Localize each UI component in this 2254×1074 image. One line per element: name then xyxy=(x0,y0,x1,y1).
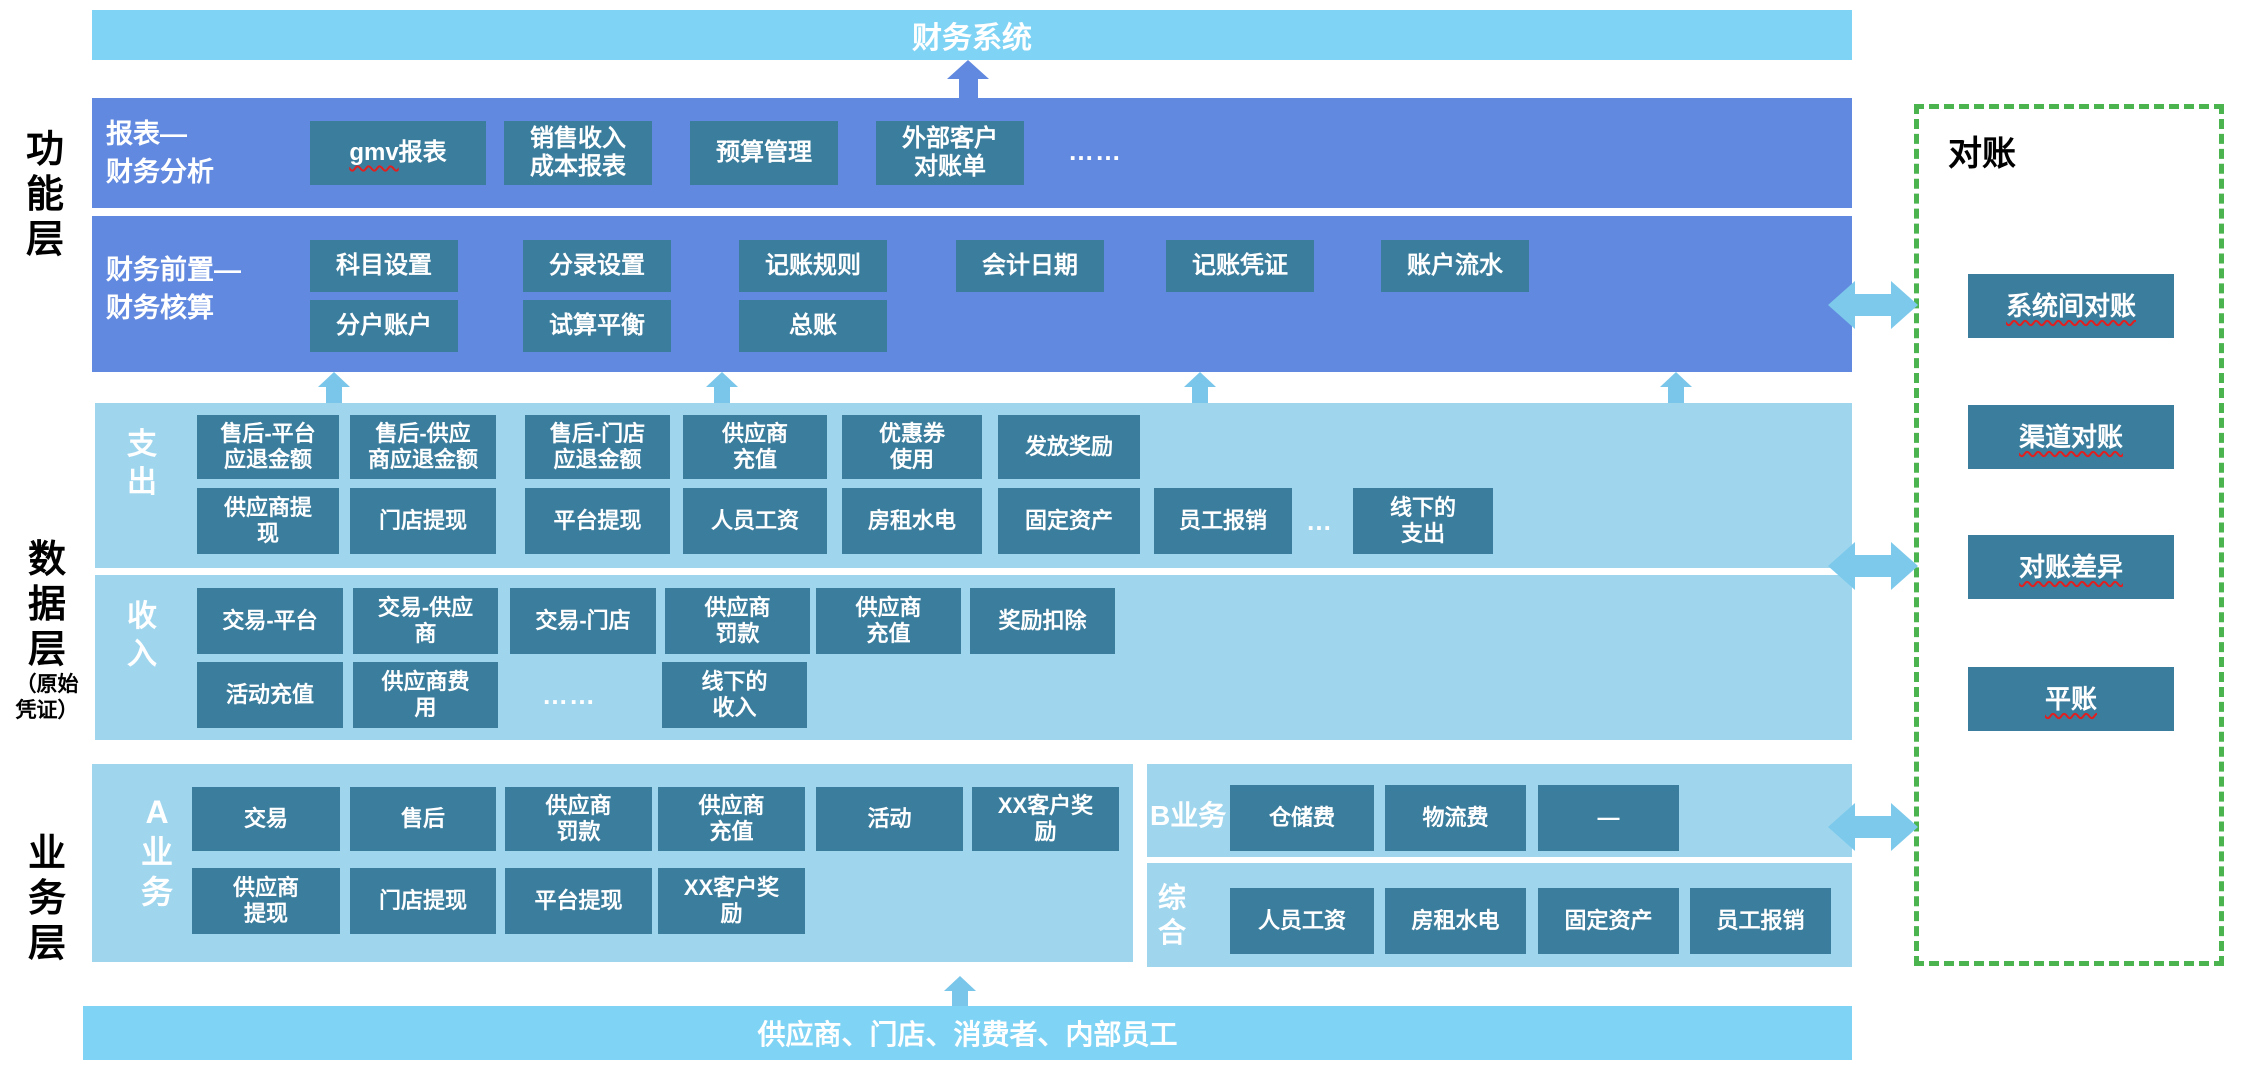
box-entry-setting: 分录设置 xyxy=(523,240,671,292)
box-supplier-withdrawal-biz: 供应商 提现 xyxy=(192,868,340,934)
double-arrow-icon xyxy=(1828,803,1918,851)
box-trade: 交易 xyxy=(192,787,340,851)
layer-label-function: 功 能 层 xyxy=(25,129,64,261)
gmv-text: gmv xyxy=(349,138,399,166)
expense-label: 支 出 xyxy=(127,428,157,499)
box-trial-balance: 试算平衡 xyxy=(523,300,671,352)
box-aftersale-supplier-refund: 售后-供应 商应退金额 xyxy=(350,415,496,479)
box-supplier-recharge-income: 供应商 充值 xyxy=(816,588,961,654)
box-sales-revenue-cost-report: 销售收入 成本报表 xyxy=(504,121,652,185)
report-analysis-label: 报表— 财务分析 xyxy=(106,119,214,187)
box-aftersale-platform-refund: 售后-平台 应退金额 xyxy=(197,415,339,479)
up-arrow-icon xyxy=(317,372,351,403)
box-rent-utilities: 房租水电 xyxy=(842,488,982,554)
box-fixed-assets-misc: 固定资产 xyxy=(1538,888,1679,954)
box-supplier-fee: 供应商费 用 xyxy=(353,662,498,728)
box-account-flow: 账户流水 xyxy=(1381,240,1529,292)
box-reward-deduction: 奖励扣除 xyxy=(970,588,1115,654)
box-platform-withdrawal: 平台提现 xyxy=(525,488,670,554)
up-arrow-icon xyxy=(705,372,739,403)
double-arrow-icon xyxy=(1828,542,1918,590)
expense-ellipsis: … xyxy=(1306,506,1333,536)
box-intersystem-reconciliation: 系统间对账 xyxy=(1968,274,2174,338)
box-accounting-date: 会计日期 xyxy=(956,240,1104,292)
box-general-ledger: 总账 xyxy=(739,300,887,352)
box-balance-account: 平账 xyxy=(1968,667,2174,731)
box-platform-withdrawal-biz: 平台提现 xyxy=(505,868,652,934)
top-system-bar-label: 财务系统 xyxy=(912,22,1032,55)
box-offline-expense: 线下的 支出 xyxy=(1353,488,1493,554)
layer-label-business: 业 务 层 xyxy=(27,833,66,965)
double-arrow-icon xyxy=(1828,281,1918,329)
box-trade-supplier: 交易-供应 商 xyxy=(353,588,498,654)
box-staff-salary-misc: 人员工资 xyxy=(1230,888,1374,954)
box-bookkeeping-voucher: 记账凭证 xyxy=(1166,240,1314,292)
box-employee-reimbursement: 员工报销 xyxy=(1154,488,1292,554)
box-rent-utilities-misc: 房租水电 xyxy=(1385,888,1526,954)
income-label: 收 入 xyxy=(127,600,157,671)
top-system-bar: 财务系统 xyxy=(92,10,1852,60)
box-aftersale-store-refund: 售后-门店 应退金额 xyxy=(525,415,670,479)
up-arrow-icon xyxy=(947,60,989,99)
box-supplier-fine: 供应商 罚款 xyxy=(665,588,810,654)
bottom-participants-bar: 供应商、门店、消费者、内部员工 xyxy=(83,1006,1852,1060)
box-xx-customer-reward-1: XX客户奖 励 xyxy=(972,787,1119,851)
reconciliation-title: 对账 xyxy=(1948,135,2016,173)
income-ellipsis: …… xyxy=(542,680,596,710)
box-reconciliation-difference: 对账差异 xyxy=(1968,535,2174,599)
box-logistics-fee: 物流费 xyxy=(1385,785,1526,851)
report-row-ellipsis: …… xyxy=(1068,136,1122,166)
box-reward-issuance: 发放奖励 xyxy=(998,415,1140,479)
business-b-label: B业务 xyxy=(1150,800,1227,831)
box-coupon-usage: 优惠券 使用 xyxy=(842,415,982,479)
box-store-withdrawal-biz: 门店提现 xyxy=(350,868,496,934)
box-fixed-assets: 固定资产 xyxy=(998,488,1140,554)
box-bookkeeping-rules: 记账规则 xyxy=(739,240,887,292)
box-xx-customer-reward-2: XX客户奖 励 xyxy=(658,868,805,934)
financial-accounting-label: 财务前置— 财务核算 xyxy=(106,255,241,323)
layer-label-data: 数 据 层 xyxy=(27,539,66,671)
box-activity: 活动 xyxy=(816,787,963,851)
box-subject-setting: 科目设置 xyxy=(310,240,458,292)
box-supplier-withdrawal: 供应商提 现 xyxy=(197,488,339,554)
box-channel-reconciliation: 渠道对账 xyxy=(1968,405,2174,469)
box-staff-salary: 人员工资 xyxy=(683,488,827,554)
box-external-customer-statement: 外部客户 对账单 xyxy=(876,121,1024,185)
up-arrow-icon xyxy=(1659,372,1693,403)
up-arrow-icon xyxy=(943,976,977,1007)
box-employee-reimbursement-misc: 员工报销 xyxy=(1690,888,1831,954)
box-trade-platform: 交易-平台 xyxy=(197,588,343,654)
box-aftersale: 售后 xyxy=(350,787,496,851)
box-supplier-recharge-biz: 供应商 充值 xyxy=(658,787,805,851)
box-warehouse-fee: 仓储费 xyxy=(1230,785,1374,851)
bottom-participants-label: 供应商、门店、消费者、内部员工 xyxy=(757,1019,1178,1050)
box-offline-income: 线下的 收入 xyxy=(662,662,807,728)
business-a-label: A 业 务 xyxy=(140,794,173,910)
business-misc-label: 综 合 xyxy=(1157,882,1186,948)
box-dash-placeholder: — xyxy=(1538,785,1679,851)
box-trade-store: 交易-门店 xyxy=(510,588,656,654)
box-supplier-recharge: 供应商 充值 xyxy=(683,415,827,479)
box-store-withdrawal: 门店提现 xyxy=(350,488,496,554)
box-gmv-report: gmv报表 xyxy=(310,121,486,185)
box-budget-management: 预算管理 xyxy=(690,121,838,185)
up-arrow-icon xyxy=(1183,372,1217,403)
layer-label-data-note: （原始 凭证） xyxy=(15,673,79,723)
box-activity-recharge: 活动充值 xyxy=(197,662,343,728)
box-sub-account: 分户账户 xyxy=(310,300,458,352)
box-supplier-fine-biz: 供应商 罚款 xyxy=(505,787,652,851)
